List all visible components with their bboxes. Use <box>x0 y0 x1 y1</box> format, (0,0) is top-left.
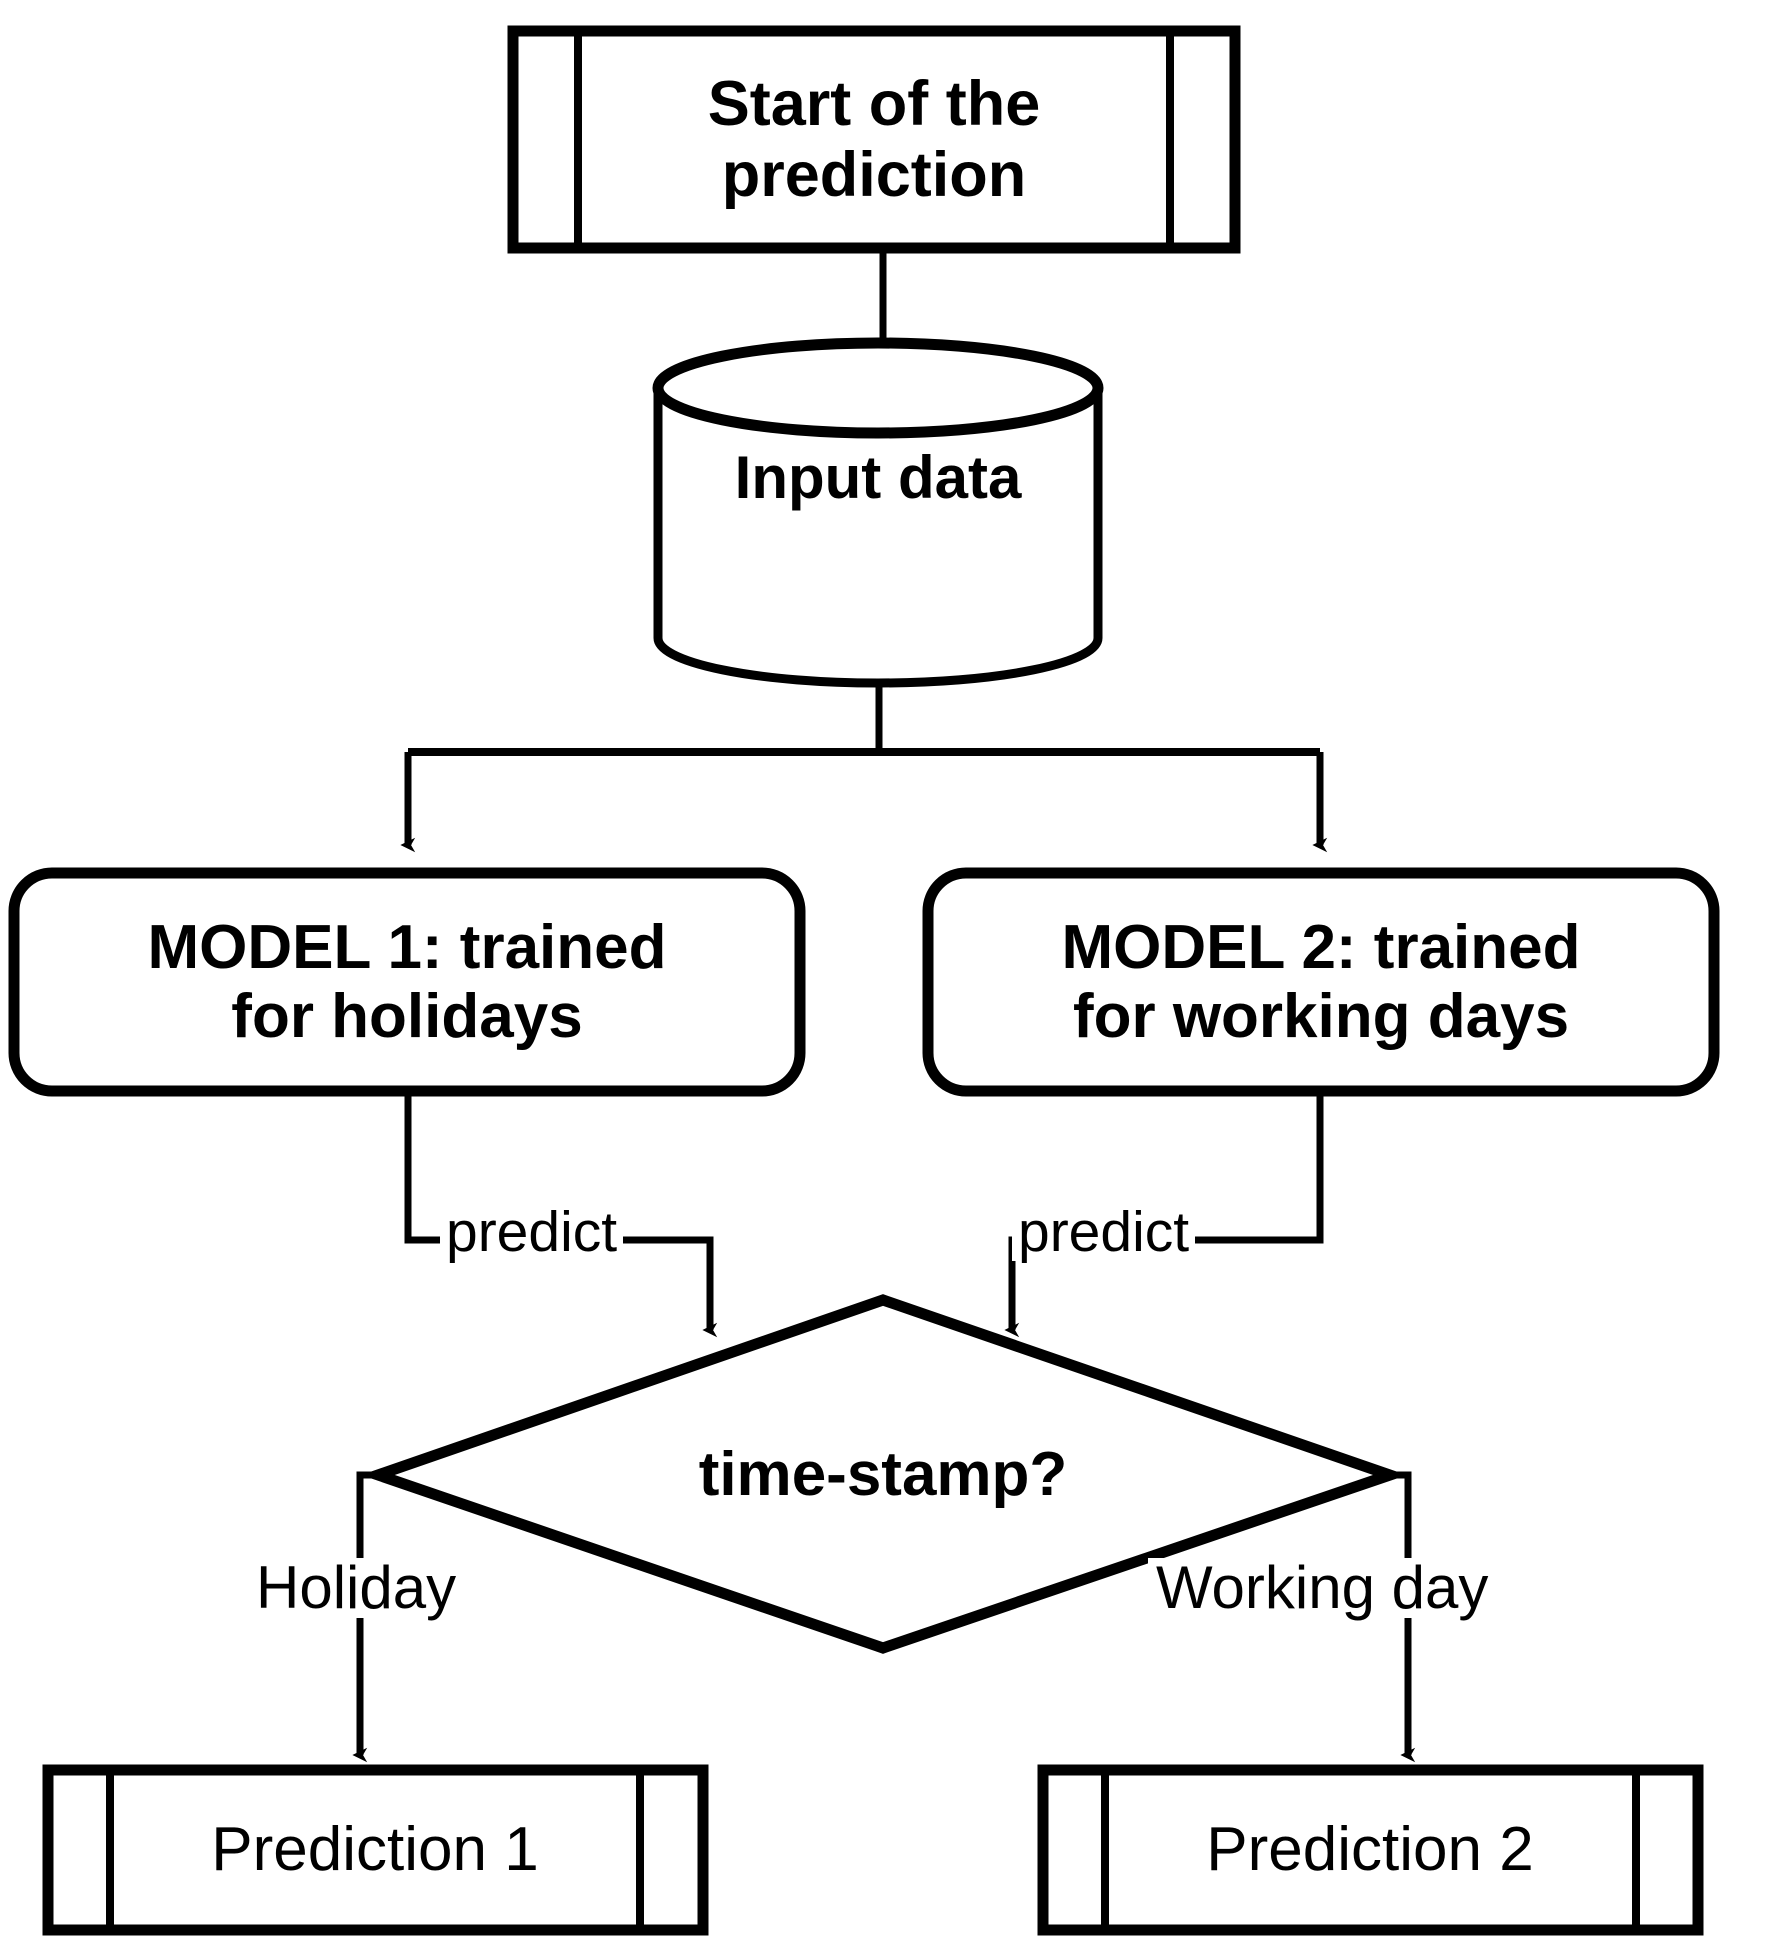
prediction2-node-shape <box>1037 1764 1704 1936</box>
edge-label-predict-right: predict <box>1012 1204 1196 1261</box>
model1-node-shape <box>8 867 806 1097</box>
prediction1-node-shape <box>42 1764 709 1936</box>
decision-node-shape <box>361 1294 1407 1654</box>
edge-input-to-models <box>400 683 1328 853</box>
edge-decision-to-prediction1 <box>352 1471 378 1763</box>
input-data-node-shape <box>652 337 1104 688</box>
start-node-shape <box>507 25 1241 254</box>
edge-decision-to-prediction2 <box>1390 1471 1416 1763</box>
edge-label-holiday: Holiday <box>248 1558 465 1618</box>
edge-label-predict-left: predict <box>440 1204 624 1261</box>
edge-label-working-day: Working day <box>1148 1558 1497 1618</box>
model2-node-shape <box>922 867 1720 1097</box>
